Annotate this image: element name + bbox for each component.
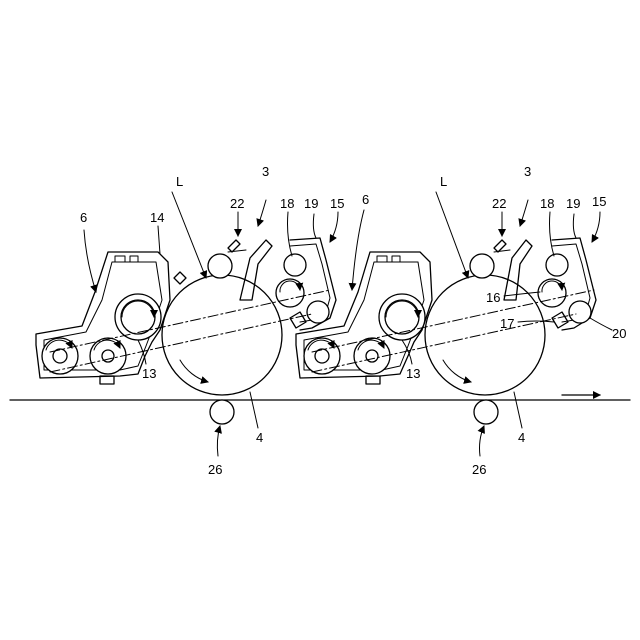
label-6-left: 6 xyxy=(80,210,87,225)
label-20: 20 xyxy=(612,326,626,341)
leader-4-right xyxy=(514,392,522,428)
leader-26-left xyxy=(217,426,220,456)
roller-20-left xyxy=(307,301,329,323)
label-15-right: 15 xyxy=(592,194,606,209)
image-forming-unit-left xyxy=(36,192,336,424)
leader-18-left xyxy=(288,212,293,256)
label-4-left: 4 xyxy=(256,430,263,445)
label-22-left: 22 xyxy=(230,196,244,211)
charge-roller-right xyxy=(470,254,494,278)
leader-6-left xyxy=(84,230,96,292)
laser-beam-right xyxy=(436,192,468,278)
leader-4-left xyxy=(250,392,258,428)
image-forming-unit-right xyxy=(296,192,596,424)
developer-cap2-right xyxy=(392,256,400,262)
laser-beam-left xyxy=(172,192,206,278)
label-l-left: L xyxy=(176,174,183,189)
label-18-left: 18 xyxy=(280,196,294,211)
roller-lower-left xyxy=(276,279,304,307)
label-22-right: 22 xyxy=(492,196,506,211)
developer-foot-right xyxy=(366,376,380,384)
charge-roller-left xyxy=(208,254,232,278)
developer-foot-left xyxy=(100,376,114,384)
developer-cap-left xyxy=(115,256,125,262)
transfer-roller-right xyxy=(474,400,498,424)
leader-26-right xyxy=(480,426,485,456)
label-17: 17 xyxy=(500,316,514,331)
label-26-left: 26 xyxy=(208,462,222,477)
label-19-left: 19 xyxy=(304,196,318,211)
label-18-right: 18 xyxy=(540,196,554,211)
leader-14 xyxy=(158,226,160,254)
leader-20 xyxy=(590,318,612,330)
transfer-roller-left xyxy=(210,400,234,424)
label-6-mid: 6 xyxy=(362,192,369,207)
supply-roller-a-left xyxy=(42,338,78,374)
part-22-left xyxy=(228,240,240,252)
scraper-17-right xyxy=(552,312,568,328)
developer-cap-right xyxy=(377,256,387,262)
label-3-right: 3 xyxy=(524,164,531,179)
label-3-left: 3 xyxy=(262,164,269,179)
diamond-marker-left xyxy=(174,272,186,284)
label-13-left: 13 xyxy=(142,366,156,381)
leader-15-right xyxy=(592,212,600,242)
label-l-right: L xyxy=(440,174,447,189)
leader-19-right xyxy=(573,214,576,238)
label-13-right: 13 xyxy=(406,366,420,381)
label-16: 16 xyxy=(486,290,500,305)
roller-20-right xyxy=(569,301,591,323)
photoconductor-drum-left xyxy=(162,275,282,395)
part-22-right xyxy=(494,240,506,252)
leader-3-left xyxy=(258,200,266,226)
roller-16-right xyxy=(538,279,566,307)
label-19-right: 19 xyxy=(566,196,580,211)
supply-roller-a-right xyxy=(304,338,340,374)
developer-cap2-left xyxy=(130,256,138,262)
scraper-left xyxy=(290,312,306,328)
roller-18-right xyxy=(546,254,568,276)
leader-3-right xyxy=(520,200,528,226)
leader-15-left xyxy=(330,212,338,242)
leader-19-left xyxy=(313,214,316,238)
leader-18-right xyxy=(550,212,555,256)
label-26-right: 26 xyxy=(472,462,486,477)
roller-18-left xyxy=(284,254,306,276)
label-4-right: 4 xyxy=(518,430,525,445)
label-15-left: 15 xyxy=(330,196,344,211)
label-14: 14 xyxy=(150,210,164,225)
